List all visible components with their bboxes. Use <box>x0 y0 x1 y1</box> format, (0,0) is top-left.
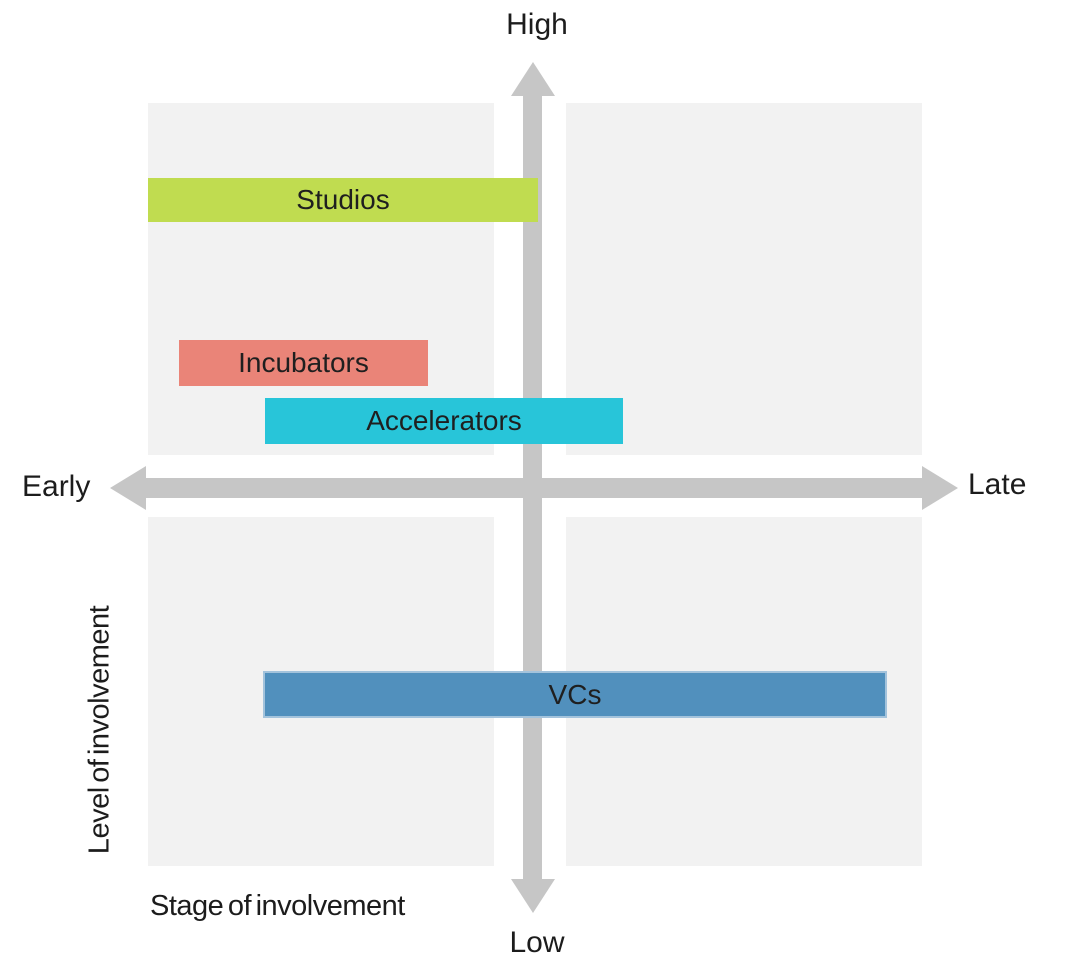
x-axis-arrow-shaft <box>144 478 924 498</box>
bar-incubators-label: Incubators <box>238 347 369 378</box>
y-axis-arrowhead-up-icon <box>511 62 555 96</box>
y-axis-max-label: High <box>506 8 568 41</box>
bar-incubators: Incubators <box>179 340 428 386</box>
y-axis-title: Level of involvement <box>83 605 116 855</box>
bar-accelerators-label: Accelerators <box>366 405 522 436</box>
bar-vcs: VCs <box>263 671 887 718</box>
bar-studios-label: Studios <box>296 184 390 215</box>
bar-studios: Studios <box>148 178 538 222</box>
y-axis-min-label: Low <box>509 926 565 959</box>
y-axis-arrowhead-down-icon <box>511 879 555 913</box>
bar-vcs-label: VCs <box>548 678 602 710</box>
x-axis-arrowhead-left-icon <box>110 466 146 510</box>
x-axis-max-label: Late <box>968 468 1027 501</box>
x-axis-arrowhead-right-icon <box>922 466 958 510</box>
x-axis-min-label: Early <box>22 470 91 503</box>
quadrant-top-right <box>566 103 922 455</box>
x-axis-title: Stage of involvement <box>150 890 405 922</box>
quadrant-top-left <box>148 103 494 455</box>
bar-accelerators: Accelerators <box>265 398 623 444</box>
